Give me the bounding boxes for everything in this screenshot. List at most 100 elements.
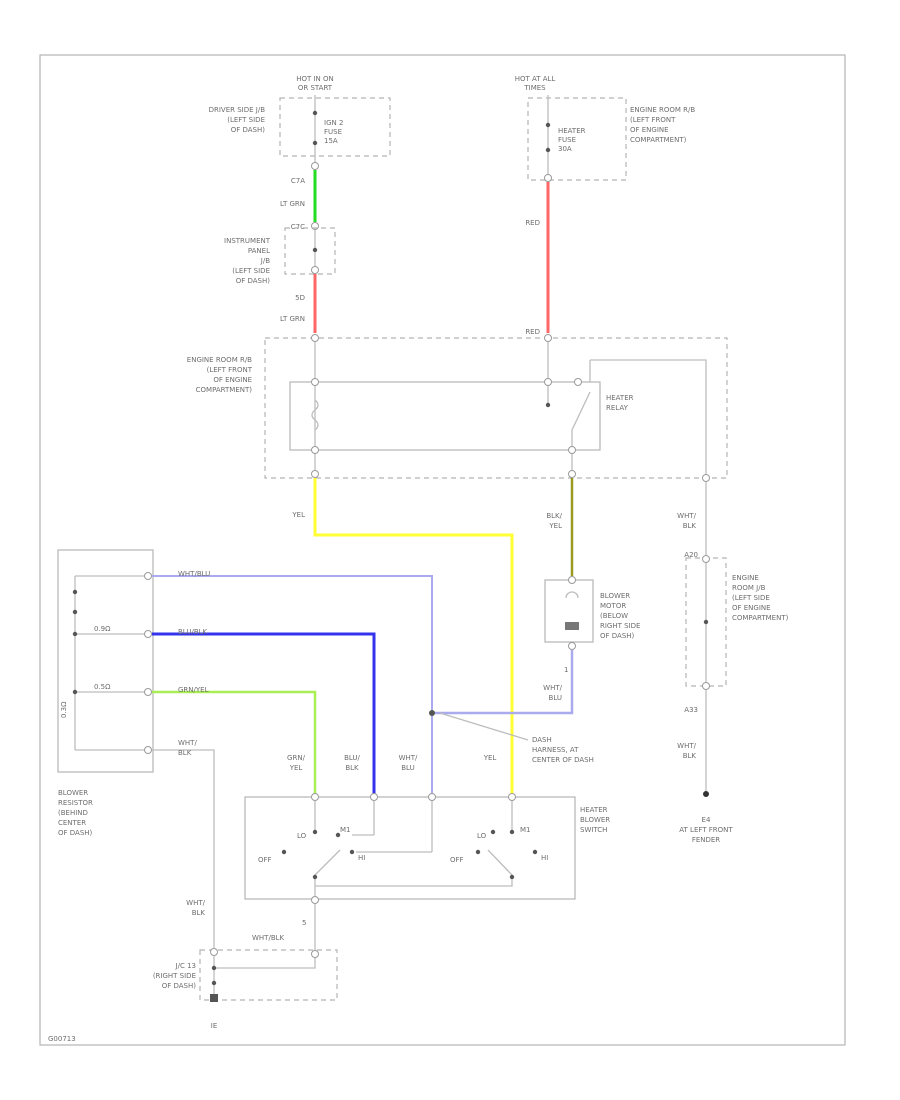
blower-motor-line3: (BELOW — [600, 612, 628, 620]
engine-room-jb-line5: COMPARTMENT) — [732, 614, 789, 622]
wire-label-blkyel-1: BLK/ — [546, 512, 562, 520]
wire-label-whtblk-res-1: WHT/ — [178, 739, 197, 747]
jc-line1: J/C 13 — [175, 962, 196, 970]
instrument-jb-line2: PANEL — [248, 247, 270, 255]
sw2-contact-lo — [490, 829, 496, 835]
engine-room-jb-line1: ENGINE — [732, 574, 759, 582]
wire-label-whtblk-res-2: BLK — [178, 749, 192, 757]
dash-harness-line1: DASH — [532, 736, 552, 744]
switch-terminal-yel — [508, 793, 516, 801]
resistor-terminal-4 — [144, 746, 152, 754]
wire-label-motor-whtblu-2: BLU — [549, 694, 562, 702]
resistor-node-3 — [72, 631, 78, 637]
wire-label-sw-yel: YEL — [483, 754, 497, 762]
wire-label-whtblu-res: WHT/BLU — [178, 570, 210, 578]
whtblu-res-wire — [152, 575, 433, 795]
wire-label-ltgrn-top: LT GRN — [280, 200, 305, 208]
switch-terminal-ground — [311, 896, 319, 904]
jc-ground-icon — [210, 994, 218, 1002]
relay-contact-terminal-right — [574, 378, 582, 386]
engine-rb-main-line4: COMPARTMENT) — [196, 386, 253, 394]
blower-resistor-line5: OF DASH) — [58, 829, 93, 837]
sw1-label-off: OFF — [258, 856, 272, 864]
relay-coil-terminal-top — [311, 378, 319, 386]
engine-rb-main-line2: (LEFT FRONT — [207, 366, 253, 374]
instrument-jb-line5: OF DASH) — [236, 277, 271, 285]
sw2-contact-m — [509, 829, 515, 835]
wire-label-a20: A20 — [684, 551, 698, 559]
instrument-jb-line1: INSTRUMENT — [224, 237, 271, 245]
wire-label-motor-whtblu-1: WHT/ — [543, 684, 562, 692]
wire-label-ltgrn-bottom: LT GRN — [280, 315, 305, 323]
wire-label-sw-grnyel-1: GRN/ — [287, 754, 306, 762]
blower-motor-line5: OF DASH) — [600, 632, 635, 640]
motor-whtblu-wire — [432, 650, 574, 715]
jc-line3: OF DASH) — [162, 982, 197, 990]
wire-label-whtblk-r4: BLK — [683, 752, 697, 760]
engine-rb-box-top — [527, 97, 627, 181]
rb-terminal-right-top — [544, 334, 552, 342]
engine-room-jb-line4: OF ENGINE — [732, 604, 771, 612]
engine-rb-top-line1: ENGINE ROOM R/B — [630, 106, 695, 114]
ign-fuse-node-bottom — [312, 140, 318, 146]
jc-box — [199, 949, 338, 1001]
sw2-pivot — [509, 874, 515, 880]
heater-fuse-node-bottom — [545, 147, 551, 153]
sw1-contact-lo — [312, 829, 318, 835]
resistor-value-2: 0.5Ω — [94, 683, 111, 691]
wire-label-grnyel-res: GRN/YEL — [178, 686, 209, 694]
resistor-value-1: 0.9Ω — [94, 625, 111, 633]
switch-terminal-grnyel — [311, 793, 319, 801]
blower-resistor-line4: CENTER — [58, 819, 86, 827]
wire-label-whtblk-r2: BLK — [683, 522, 697, 530]
ground-e4-line3: FENDER — [692, 836, 720, 844]
blower-motor-symbol-top — [565, 591, 579, 599]
heater-fuse-line1: HEATER — [558, 127, 586, 135]
blower-resistor-line1: BLOWER — [58, 789, 88, 797]
wire-label-blkyel-2: YEL — [548, 522, 562, 530]
driver-jb-line3: OF DASH) — [231, 126, 266, 134]
engine-room-jb-terminal-bottom — [702, 682, 710, 690]
blower-motor-terminal-bottom — [568, 642, 576, 650]
wire-label-red-bottom: RED — [525, 328, 540, 336]
resistor-value-3: 0.3Ω — [60, 701, 68, 718]
driver-jb-line1: DRIVER SIDE J/B — [209, 106, 266, 114]
blower-motor-box — [544, 579, 594, 643]
blower-motor-line4: RIGHT SIDE — [600, 622, 640, 630]
wire-label-a33: A33 — [684, 706, 698, 714]
jc-node-1 — [211, 965, 217, 971]
engine-room-jb-line3: (LEFT SIDE — [732, 594, 770, 602]
wire-label-sw-blublk-2: BLK — [345, 764, 359, 772]
relay-contact-terminal-left — [544, 378, 552, 386]
ign-fuse-line3: 15A — [324, 137, 338, 145]
blower-switch-line3: SWITCH — [580, 826, 607, 834]
heater-fuse-line2: FUSE — [558, 136, 576, 144]
hot-all-line1: HOT AT ALL — [515, 75, 556, 83]
blower-motor-terminal-top — [568, 576, 576, 584]
ign-fuse-node-top — [312, 110, 318, 116]
ground-label-ie: IE — [211, 1022, 218, 1030]
dash-harness-leader — [439, 712, 529, 741]
heater-relay-box — [289, 381, 601, 451]
relay-ground-wire — [590, 359, 707, 478]
wire-label-whtblk-left-1: WHT/ — [186, 899, 205, 907]
sw2-label-off: OFF — [450, 856, 464, 864]
jc-node-2 — [211, 980, 217, 986]
sw2-contact-hi — [532, 849, 538, 855]
engine-rb-main-line1: ENGINE ROOM R/B — [187, 356, 252, 364]
wire-label-motor-pin: 1 — [564, 666, 568, 674]
sw1-contact-off — [281, 849, 287, 855]
jc-internal-bus — [214, 958, 316, 969]
resistor-node-4 — [72, 689, 78, 695]
ign-fuse-line1: IGN 2 — [324, 119, 343, 127]
wire-label-5d: 5D — [295, 294, 305, 302]
sw1-arm — [314, 849, 341, 876]
relay-contact-node — [545, 402, 551, 408]
sw1-label-lo: LO — [297, 832, 307, 840]
resistor-terminal-3 — [144, 688, 152, 696]
wire-label-whtblk-r3: WHT/ — [677, 742, 696, 750]
heater-fuse-terminal — [544, 174, 552, 182]
heater-fuse-line3: 30A — [558, 145, 572, 153]
engine-rb-top-line3: OF ENGINE — [630, 126, 669, 134]
